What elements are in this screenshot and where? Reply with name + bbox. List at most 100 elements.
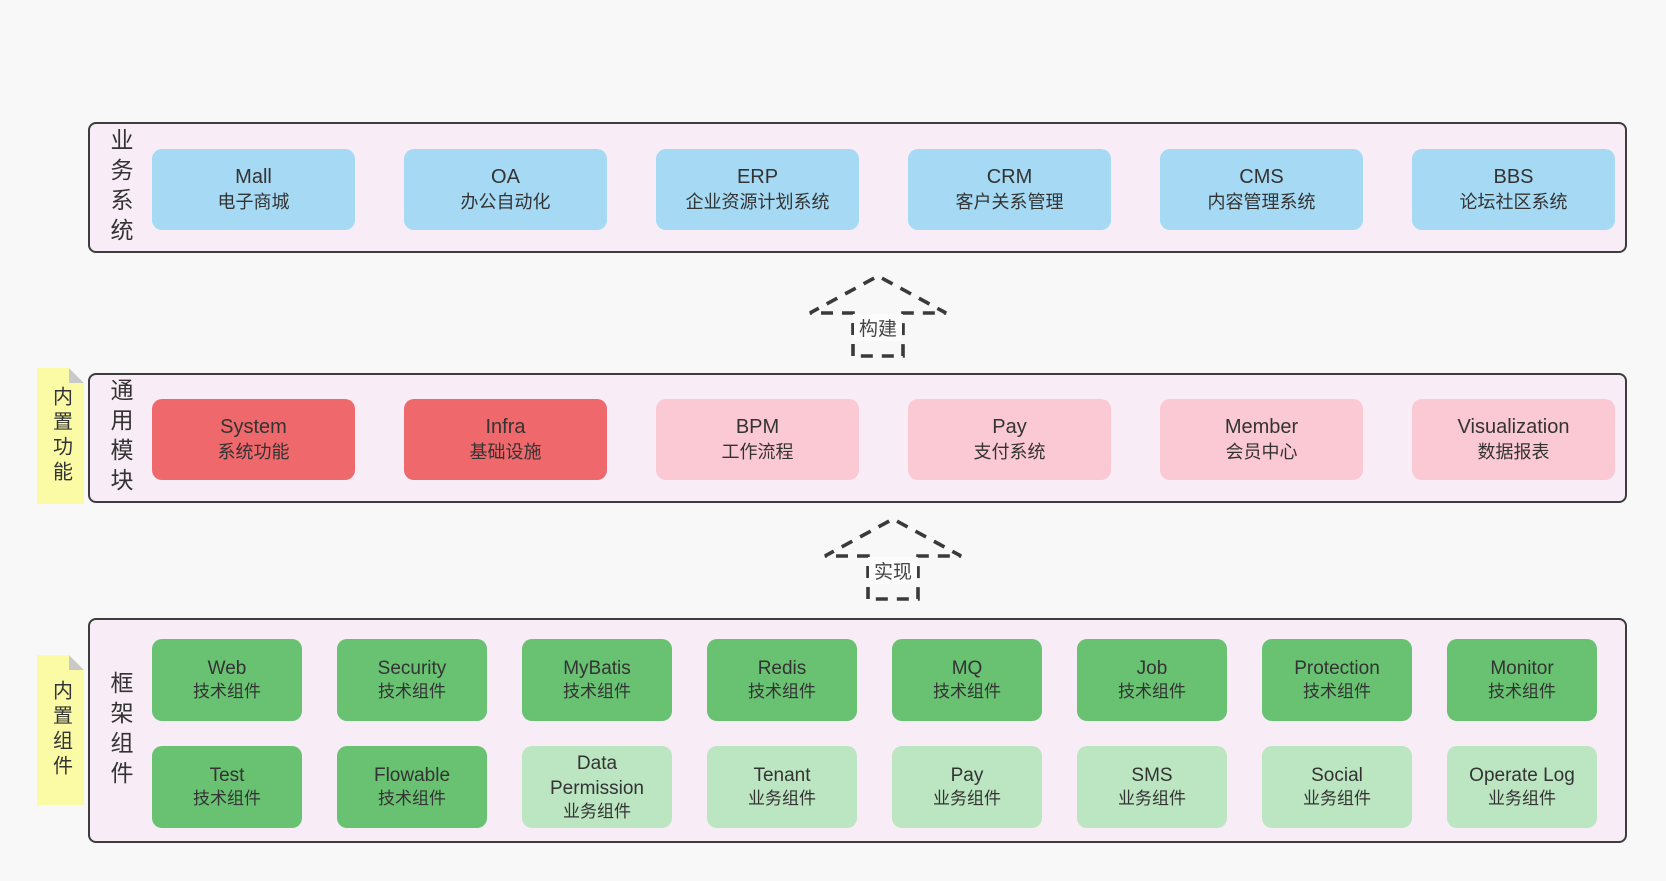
box-title: Mall (235, 166, 272, 189)
box-title: Web (207, 658, 247, 680)
box-title: MQ (951, 658, 983, 680)
box-title: Data Permission (550, 752, 644, 799)
box-subtitle: 论坛社区系统 (1459, 191, 1568, 212)
arrow-label-implement: 实现 (874, 561, 912, 583)
sticky-fold-corner (69, 655, 84, 670)
box-title: Visualization (1457, 416, 1570, 439)
arrow-implement: 实现 (823, 516, 963, 601)
box-title: Operate Log (1469, 765, 1575, 787)
box-subtitle: 技术组件 (933, 682, 1001, 702)
box-title: Redis (757, 658, 807, 680)
box-subtitle: 业务组件 (1303, 789, 1371, 809)
box-title: Tenant (753, 765, 811, 787)
box-title: Job (1136, 658, 1168, 680)
box-subtitle: 技术组件 (1303, 682, 1371, 702)
sticky-fold-corner (69, 368, 84, 383)
box-title: Flowable (373, 765, 451, 787)
sticky-note-modules: 内置功能 (37, 368, 84, 504)
box-subtitle: 技术组件 (1488, 682, 1556, 702)
box-title: Pay (992, 416, 1027, 439)
box-title: System (220, 416, 287, 439)
band-label-components: 框架组件 (107, 670, 133, 791)
box-title: Pay (950, 765, 984, 787)
arrow-label-build: 构建 (859, 318, 897, 340)
box-title: ERP (736, 166, 779, 189)
box-subtitle: 电子商城 (217, 191, 290, 212)
box-subtitle: 业务组件 (563, 801, 631, 821)
box-subtitle: 企业资源计划系统 (685, 191, 830, 212)
box-title: SMS (1131, 765, 1173, 787)
box-subtitle: 会员中心 (1225, 441, 1298, 462)
box-subtitle: 支付系统 (973, 441, 1046, 462)
box-subtitle: 数据报表 (1477, 441, 1550, 462)
box-title: OA (491, 166, 520, 189)
box-subtitle: 技术组件 (378, 789, 446, 809)
box-subtitle: 业务组件 (748, 789, 816, 809)
box-subtitle: 技术组件 (193, 789, 261, 809)
box-title: Social (1311, 765, 1363, 787)
box-subtitle: 业务组件 (1488, 789, 1556, 809)
box-subtitle: 技术组件 (748, 682, 816, 702)
box-subtitle: 客户关系管理 (955, 191, 1064, 212)
box-title: Security (377, 658, 447, 680)
band-label-modules: 通用模块 (107, 378, 133, 498)
box-subtitle: 办公自动化 (460, 191, 551, 212)
box-title: CRM (986, 166, 1033, 189)
sticky-note-components: 内置组件 (37, 655, 84, 805)
box-subtitle: 技术组件 (563, 682, 631, 702)
dashed-up-arrow: 实现 (824, 516, 962, 601)
box-title: MyBatis (563, 658, 631, 680)
arrow-build: 构建 (808, 273, 948, 358)
box-title: Monitor (1490, 658, 1554, 680)
sticky-label-modules: 内置功能 (49, 386, 72, 486)
sticky-label-components: 内置组件 (49, 680, 72, 780)
box-title: Infra (485, 416, 526, 439)
box-subtitle: 业务组件 (1118, 789, 1186, 809)
box-title: Test (209, 765, 245, 787)
box-subtitle: 技术组件 (1118, 682, 1186, 702)
box-subtitle: 技术组件 (193, 682, 261, 702)
box-title: Member (1224, 416, 1299, 439)
box-subtitle: 基础设施 (469, 441, 542, 462)
box-title: BBS (1493, 166, 1534, 189)
box-subtitle: 业务组件 (933, 789, 1001, 809)
box-title: CMS (1239, 166, 1284, 189)
box-title: BPM (735, 416, 780, 439)
box-subtitle: 内容管理系统 (1207, 191, 1316, 212)
box-subtitle: 工作流程 (721, 441, 794, 462)
box-title: Protection (1294, 658, 1380, 680)
